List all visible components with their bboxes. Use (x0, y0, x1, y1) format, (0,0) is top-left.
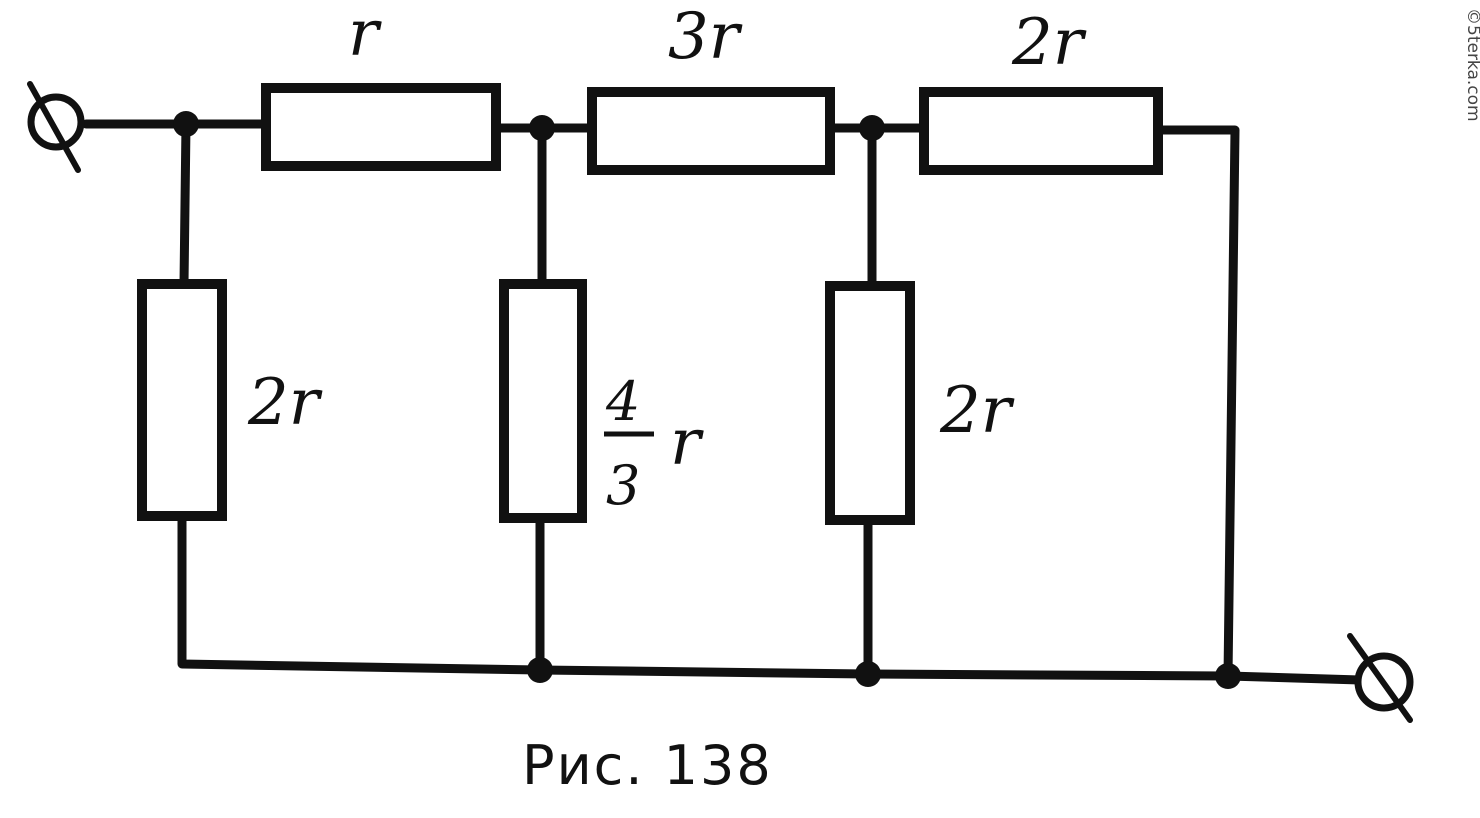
wire-bottom-to-output (1223, 671, 1365, 685)
junction-node-bottom-3 (1215, 663, 1241, 689)
resistor-vertical-left (137, 279, 227, 521)
resistor-vertical-middle (499, 279, 587, 523)
label-vertical-middle-numerator: 4 (605, 370, 640, 433)
resistor-top-middle (587, 87, 835, 175)
junction-node-top-1 (173, 111, 199, 137)
terminal-input-slash (27, 81, 81, 173)
label-vertical-middle-unit: r (670, 406, 704, 480)
wire-node1-down (179, 119, 191, 289)
junction-node-top-2 (529, 115, 555, 141)
label-vertical-middle-denominator: 3 (606, 454, 640, 517)
wire-r3-to-right-edge (1153, 125, 1240, 681)
resistor-labels: r 3r 2r 2r 4 3 r 2r (247, 0, 1087, 517)
label-top-middle: 3r (668, 0, 743, 74)
label-vertical-right: 2r (939, 374, 1015, 448)
resistor-top-left (261, 83, 501, 171)
wire-bottom-node-a-to-b (535, 665, 873, 679)
vertical-wires (177, 119, 877, 679)
figure-caption: Рис. 138 (522, 734, 773, 797)
label-vertical-left: 2r (247, 366, 323, 440)
resistors (137, 83, 1163, 525)
label-top-left: r (348, 0, 382, 71)
resistor-vertical-right (825, 281, 915, 525)
resistor-top-right (919, 87, 1163, 175)
wire-bottom-node-b-to-c (863, 669, 1233, 681)
watermark-text: ©5terka.com (1463, 8, 1480, 122)
label-vertical-middle: 4 3 r (604, 370, 704, 517)
terminal-input (27, 81, 85, 173)
label-top-right: 2r (1011, 6, 1087, 80)
junction-node-bottom-1 (527, 657, 553, 683)
junction-node-bottom-2 (855, 661, 881, 687)
terminal-output (1347, 633, 1414, 723)
terminal-output-slash (1347, 633, 1413, 723)
junction-node-top-3 (859, 115, 885, 141)
wire-left-branch-bottom (177, 511, 545, 675)
junction-nodes (173, 111, 1241, 689)
bottom-wires (535, 665, 1365, 685)
